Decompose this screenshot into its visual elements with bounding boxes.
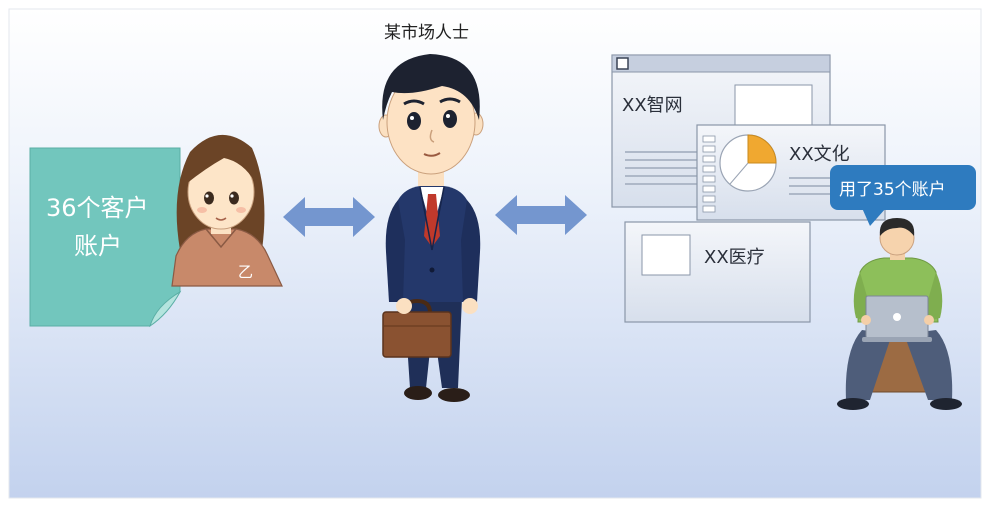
man-eye-right [443,110,457,128]
user-shoe-right [930,398,962,410]
pie-divider [729,162,749,185]
man-mouth [423,152,441,157]
man-shoe-right [438,388,470,402]
man-lapel-right [431,186,445,251]
laptop-user [837,218,962,410]
man-button [429,267,435,273]
window-control-icon [616,57,629,70]
double-arrow-right [495,195,587,235]
man-hair [382,54,480,120]
woman-blush-left [197,207,207,213]
panel-yiliao: XX医疗 [624,221,811,323]
man-eye-highlight-right [446,114,450,118]
panel-zhiwang-image-box [734,84,813,127]
user-hand-left [861,315,871,325]
person-b-label: 乙 [238,263,253,281]
user-jeans-left [845,330,892,400]
man-tie [424,194,440,247]
man-hand-left [396,298,412,314]
user-hair [879,218,915,236]
man-eyebrow-left [403,99,425,106]
document-fold [149,290,182,328]
woman-eye-highlight-right [230,194,234,198]
pie-chart-icon [719,134,777,192]
woman-blush-right [236,207,246,213]
panel-wenhua-list-items [702,135,716,213]
user-arm-right [924,272,943,322]
user-jeans-right [904,330,953,400]
document-text-line2: 账户 [74,232,122,260]
man-eye-left [407,112,421,130]
speech-bubble-body [830,165,976,210]
panel-yiliao-image-box [641,234,691,276]
user-hand-right [924,315,934,325]
woman-collar [205,228,237,249]
speech-bubble-tail [862,208,886,226]
man-arm-left [385,200,405,302]
woman-eye-right [229,191,239,205]
customer-account-document: 36个客户 账户 [29,147,182,328]
man-shoe-left [404,386,432,400]
woman-bangs [186,136,256,184]
laptop-icon [862,295,932,342]
panel-zhiwang-text-lines [625,151,700,185]
man-arm-right [461,200,481,302]
panel-zhiwang-title: XX智网 [622,95,683,116]
laptop-logo [893,313,901,321]
person-b-woman: 乙 [171,134,283,287]
center-person-title: 某市场人士 [384,23,469,43]
panel-wenhua-title: XX文化 [789,144,850,165]
man-nose [429,129,435,143]
market-person-man [378,54,484,402]
man-eye-highlight-left [410,116,414,120]
pie-highlight-slice [747,134,777,164]
man-lapel-left [419,186,433,251]
user-shoe-left [837,398,869,410]
woman-eye-left [204,191,214,205]
laptop-base [862,337,932,342]
panel-zhiwang-titlebar [611,54,831,73]
woman-mouth [215,217,227,221]
man-eyebrow-right [439,97,461,104]
document-text-line1: 36个客户 [46,194,149,222]
briefcase-body [382,311,452,358]
double-arrow-left [283,197,375,237]
woman-eye-highlight-left [205,194,209,198]
speech-bubble-text: 用了35个账户 [839,180,946,200]
man-hand-right [462,298,478,314]
speech-bubble: 用了35个账户 [830,165,976,226]
panel-yiliao-title: XX医疗 [704,247,765,268]
